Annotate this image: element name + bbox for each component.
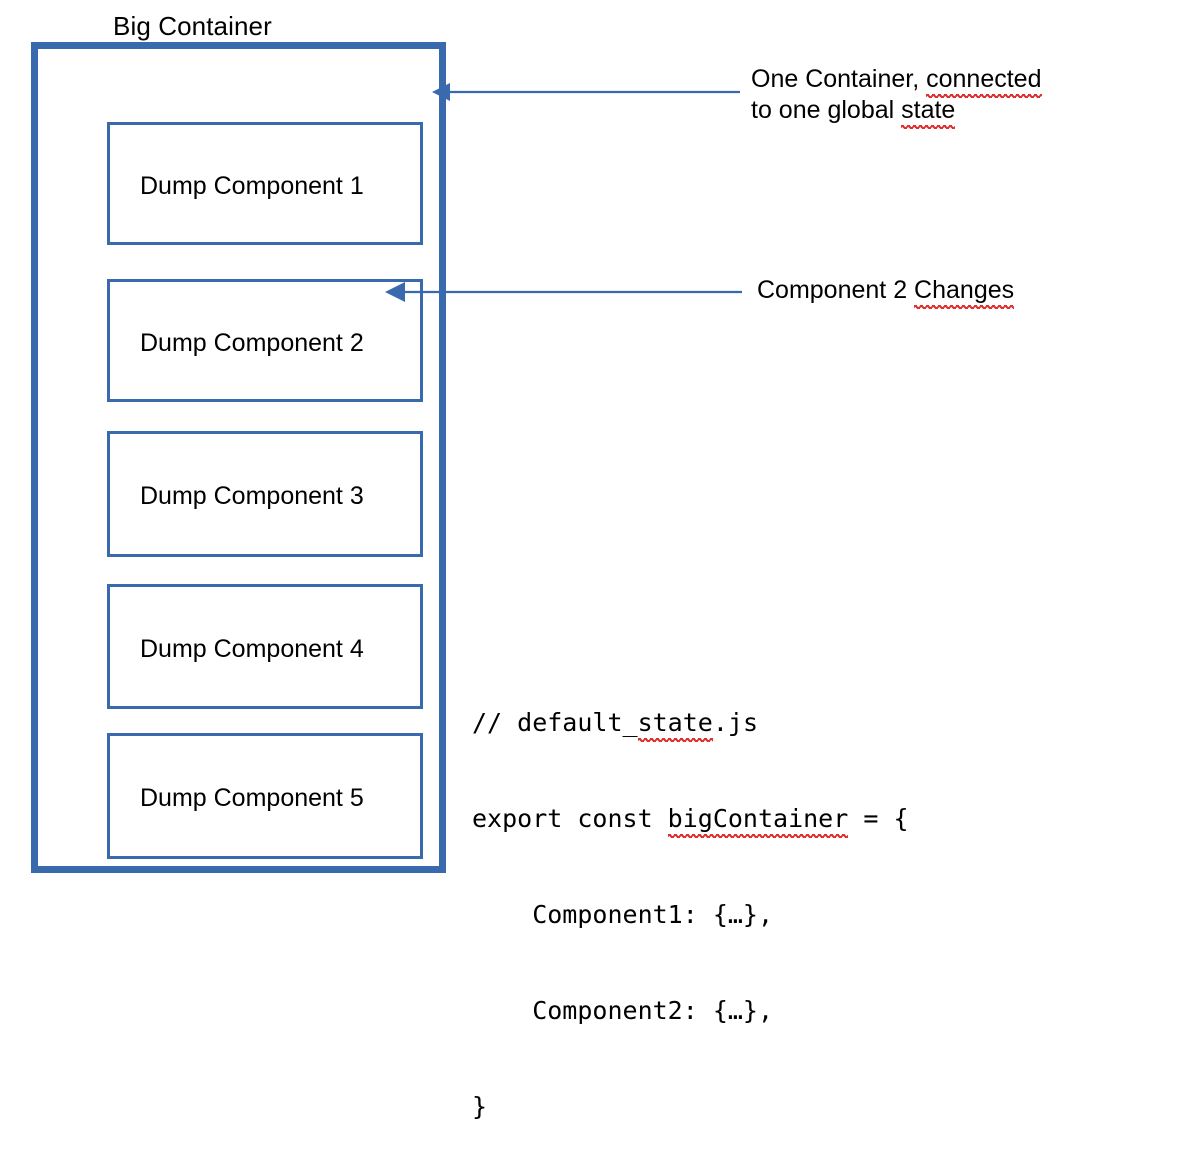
dump-component-5-box: Dump Component 5 (107, 733, 423, 859)
annotation-one-container: One Container, connected to one global s… (751, 64, 1042, 129)
code-text: Component1: {…}, (472, 900, 774, 929)
dump-component-1-label: Dump Component 1 (140, 172, 364, 200)
dump-component-4-box: Dump Component 4 (107, 584, 423, 709)
annotation-one-container-line2: to one global state (751, 95, 1042, 129)
annotation-text-misspelled: Changes (914, 276, 1015, 309)
code-block: // default_state.js export const bigCont… (472, 643, 909, 1155)
code-text: Component2: {…}, (472, 996, 774, 1025)
code-text: = { (848, 804, 909, 833)
code-text-misspelled: state (637, 708, 714, 742)
code-text: .js (712, 708, 758, 737)
code-line: // default_state.js (472, 707, 909, 742)
code-line: } (472, 1091, 909, 1123)
dump-component-3-label: Dump Component 3 (140, 482, 364, 510)
annotation-text-misspelled: state (901, 96, 956, 129)
annotation-one-container-line1: One Container, connected (751, 64, 1042, 98)
big-container-title: Big Container (113, 11, 272, 41)
code-text-misspelled: bigContainer (667, 804, 849, 838)
dump-component-2-box: Dump Component 2 (107, 279, 423, 402)
dump-component-3-box: Dump Component 3 (107, 431, 423, 557)
dump-component-2-label: Dump Component 2 (140, 329, 364, 357)
big-container-box: Dump Component 1 Dump Component 2 Dump C… (31, 42, 446, 873)
annotation-text-plain: One Container, (751, 65, 927, 93)
arrow-connector-one-container (432, 83, 740, 101)
annotation-text-plain: to one global (751, 96, 902, 124)
annotation-text-misspelled: connected (926, 65, 1042, 98)
code-line: export const bigContainer = { (472, 803, 909, 838)
annotation-text-plain: Component 2 (757, 276, 915, 304)
dump-component-4-label: Dump Component 4 (140, 635, 364, 663)
dump-component-5-label: Dump Component 5 (140, 784, 364, 812)
code-line: Component1: {…}, (472, 899, 909, 931)
annotation-component-2: Component 2 Changes (757, 275, 1015, 309)
code-text: } (472, 1092, 488, 1121)
dump-component-1-box: Dump Component 1 (107, 122, 423, 245)
code-text: export const (472, 804, 668, 833)
code-text: // default_ (472, 708, 638, 737)
code-line: Component2: {…}, (472, 995, 909, 1027)
